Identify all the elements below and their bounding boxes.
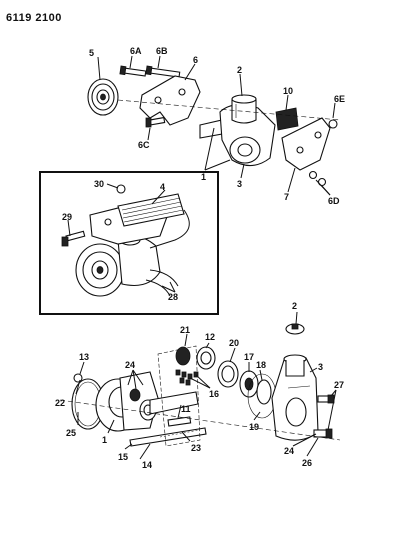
callout-20: 20	[229, 338, 239, 348]
callout-1-bottom: 1	[102, 435, 107, 445]
callout-12: 12	[205, 332, 215, 342]
pump-vanes	[175, 369, 199, 386]
callout-28: 28	[168, 292, 178, 302]
callout-19: 19	[249, 422, 259, 432]
callout-6a: 6A	[130, 46, 142, 56]
inset-callouts: 30 4 29 28	[62, 179, 178, 302]
callout-5: 5	[89, 48, 94, 58]
callout-10: 10	[283, 86, 293, 96]
top-assembly	[87, 55, 341, 196]
callout-3-bottom: 3	[318, 362, 323, 372]
callout-22: 22	[55, 398, 65, 408]
callout-16: 16	[209, 389, 219, 399]
callout-6b: 6B	[156, 46, 168, 56]
callout-2-top: 2	[237, 65, 242, 75]
callout-2-bottom: 2	[292, 301, 297, 311]
callout-17: 17	[244, 352, 254, 362]
callout-14: 14	[142, 460, 152, 470]
bottom-callouts: 2 21 12 20 17 18 3 27 13 24 22 25 1 16 1…	[55, 301, 344, 470]
callout-13: 13	[79, 352, 89, 362]
rear-bracket	[281, 117, 331, 171]
callout-6d: 6D	[328, 196, 340, 206]
callout-1-top: 1	[201, 172, 206, 182]
diagram-part-number: 6119 2100	[6, 12, 62, 24]
top-pump	[219, 94, 276, 167]
callout-30: 30	[94, 179, 104, 189]
pump-housing	[95, 371, 159, 432]
bottom-exploded-view	[59, 311, 341, 460]
callout-4: 4	[160, 182, 165, 192]
callout-24-lower: 24	[284, 446, 294, 456]
callout-26: 26	[302, 458, 312, 468]
callout-24-upper: 24	[125, 360, 135, 370]
callout-21: 21	[180, 325, 190, 335]
front-bracket	[139, 75, 201, 126]
callout-6e: 6E	[334, 94, 345, 104]
heat-shield	[275, 107, 299, 131]
callout-15: 15	[118, 452, 128, 462]
mount-bolts	[119, 65, 181, 78]
callout-18: 18	[256, 360, 266, 370]
callout-7: 7	[284, 192, 289, 202]
top-callouts: 5 6A 6B 6 2 10 6E 6C 1 3 7 6D	[89, 46, 345, 206]
callout-25: 25	[66, 428, 76, 438]
inset-box	[39, 171, 219, 315]
callout-29: 29	[62, 212, 72, 222]
callout-27: 27	[334, 380, 344, 390]
callout-23: 23	[191, 443, 201, 453]
callout-11: 11	[181, 404, 191, 414]
pulley	[87, 78, 119, 116]
callout-6: 6	[193, 55, 198, 65]
callout-3-top: 3	[237, 179, 242, 189]
bottom-reservoir	[271, 354, 319, 441]
callout-6c: 6C	[138, 140, 150, 150]
